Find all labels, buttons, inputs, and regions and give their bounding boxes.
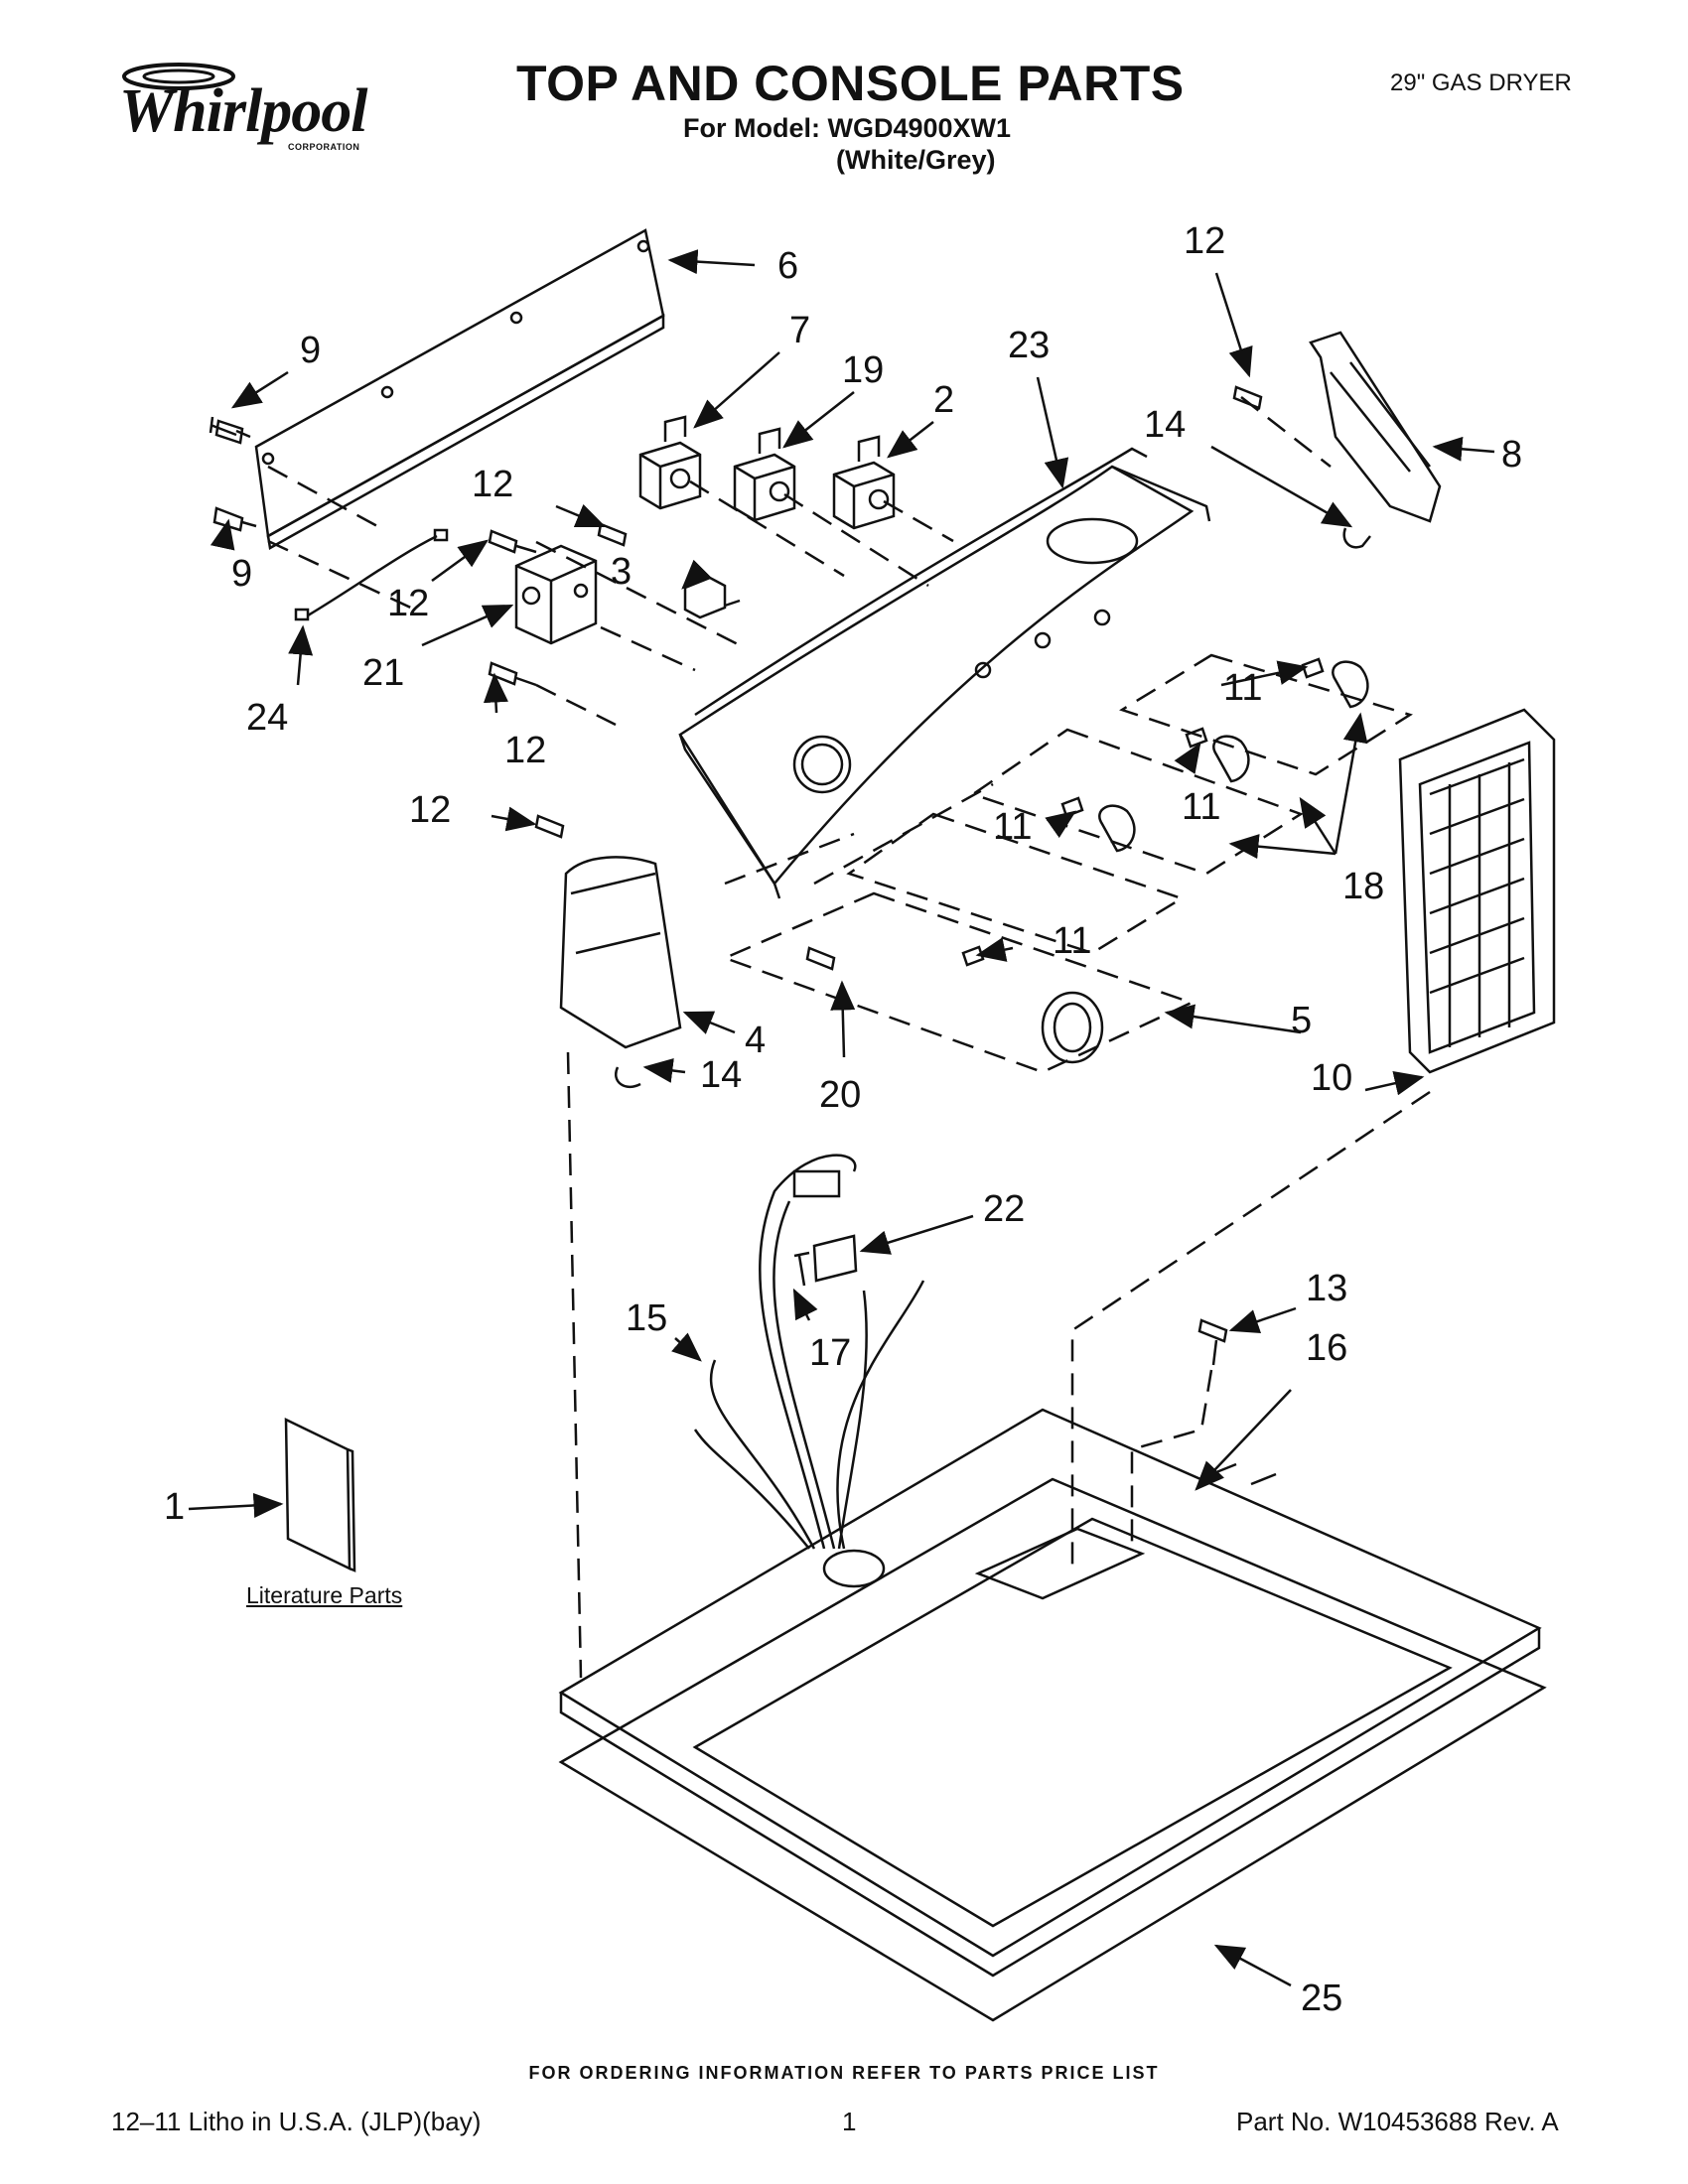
callout-20: 20 [819,1074,861,1116]
callout-14-top: 14 [1144,404,1186,446]
end-cap-part-4 [559,856,682,1049]
callout-10: 10 [1311,1057,1352,1099]
callout-5: 5 [1291,1000,1312,1041]
knob-part-18b [1185,727,1250,783]
callout-12-mid: 12 [472,464,513,505]
callout-24: 24 [246,697,288,739]
harness-part-15 [693,1154,925,1550]
callout-11-c: 11 [993,806,1032,848]
screw-part-9a [209,416,251,445]
callout-14-lower: 14 [700,1054,742,1096]
switch-part-7 [638,415,702,510]
base-part-25 [558,1477,1547,2022]
knob-part-18c [1060,796,1136,853]
callout-11-a: 11 [1223,667,1262,709]
callout-1: 1 [164,1486,185,1528]
screw-part-20 [805,946,836,971]
callout-7: 7 [789,310,810,351]
callout-3: 3 [611,551,632,593]
literature-part-1 [284,1417,356,1572]
callout-6: 6 [777,245,798,287]
console-part-23 [678,447,1211,899]
model-line: For Model: WGD4900XW1 [683,113,1012,143]
callout-15: 15 [626,1297,667,1339]
logo-swirl-icon [122,63,235,90]
guide-lines [267,396,1431,1679]
page-title: TOP AND CONSOLE PARTS [516,56,1185,111]
callout-12-left: 12 [387,583,429,624]
callout-25: 25 [1301,1978,1342,2019]
leader-arrows [188,249,1495,1987]
lint-screen-part-10 [1398,708,1556,1074]
callout-11-b: 11 [1182,786,1220,828]
whirlpool-logo: Whirlpool CORPORATION [109,55,377,164]
bracket-part-8 [1309,331,1442,523]
screw-part-12a [1232,385,1263,410]
screw-part-12b [597,522,628,547]
screw-part-17 [793,1251,810,1287]
callout-2: 2 [933,379,954,421]
callout-13: 13 [1306,1268,1347,1309]
timer-part-21 [514,544,598,645]
callout-12-cap: 12 [409,789,451,831]
wire-part-24 [294,528,449,621]
callout-4: 4 [745,1020,766,1061]
literature-label: Literature Parts [246,1582,403,1608]
ordering-note: FOR ORDERING INFORMATION REFER TO PARTS … [528,2063,1160,2083]
connector-part-22 [812,1234,858,1283]
clip-part-14a [1342,527,1371,549]
callout-9-top: 9 [300,330,321,371]
callout-21: 21 [362,652,404,694]
bracket-part-3 [683,576,727,619]
callout-labels: 6 9 9 7 19 2 23 12 14 8 12 3 12 21 24 12… [164,220,1522,2019]
litho-note: 12–11 Litho in U.S.A. (JLP)(bay) [111,2107,482,2136]
switch-part-19 [733,427,796,522]
callout-16: 16 [1306,1327,1347,1369]
brand-name: Whirlpool [119,77,367,145]
callout-11-d: 11 [1053,920,1091,962]
page-number: 1 [842,2107,857,2136]
callout-23: 23 [1008,325,1050,366]
part-number: Part No. W10453688 Rev. A [1236,2107,1559,2136]
callout-22: 22 [983,1188,1025,1230]
screw-part-12d [488,661,537,687]
callout-8: 8 [1501,434,1522,476]
callout-9-bottom: 9 [231,553,252,595]
screw-part-12c [488,529,537,554]
clip-part-14b [615,1066,641,1089]
top-panel-part-16 [558,1408,1542,1978]
callout-18: 18 [1342,866,1384,907]
callout-19: 19 [842,349,884,391]
switch-part-2 [832,435,896,530]
callout-17: 17 [809,1332,851,1374]
callout-12-lower: 12 [504,730,546,771]
rear-panel-part [254,228,665,550]
callout-12-top-right: 12 [1184,220,1225,262]
product-type: 29" GAS DRYER [1390,69,1572,96]
screw-part-12e [534,814,565,839]
screw-part-9b [212,506,257,532]
color-line: (White/Grey) [836,145,996,175]
screw-part-13 [1197,1318,1228,1366]
brand-sub: CORPORATION [288,142,360,152]
